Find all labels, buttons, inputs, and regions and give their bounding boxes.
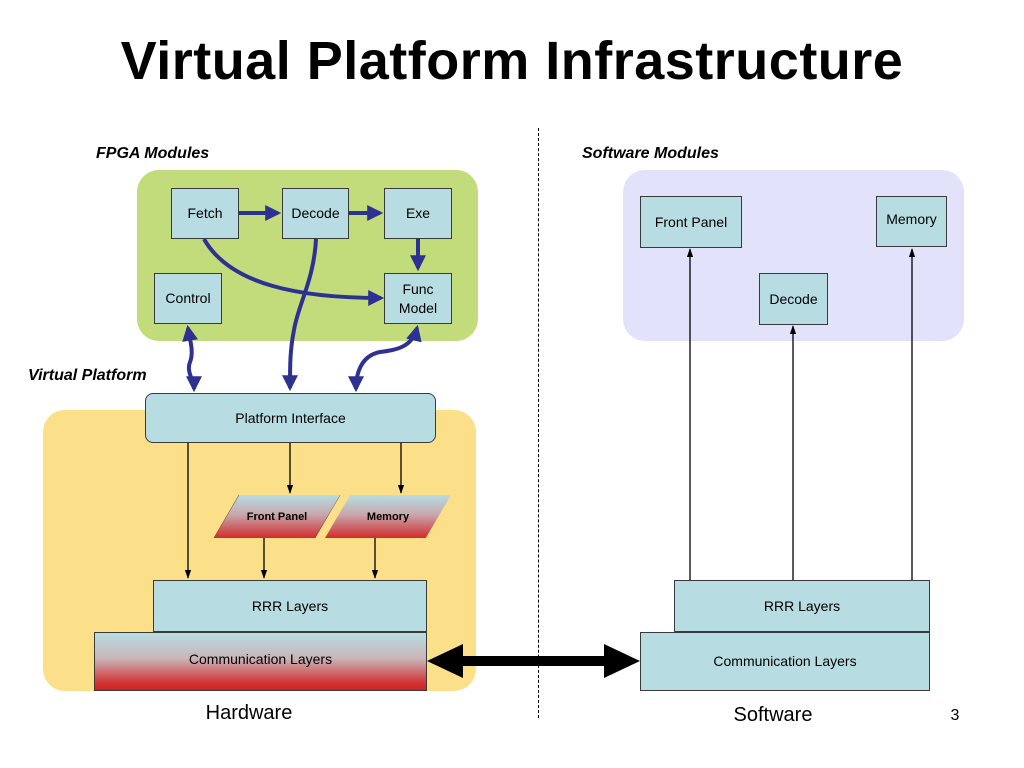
platform-interface-label: Platform Interface [235, 409, 346, 426]
sw-decode-label: Decode [769, 290, 818, 307]
hw-communication-layers-box[interactable]: Communication Layers [94, 632, 427, 691]
control-box[interactable]: Control [154, 273, 222, 324]
sw-rrr-layers-label: RRR Layers [763, 597, 841, 614]
sw-memory-box[interactable]: Memory [876, 196, 947, 247]
sw-memory-label: Memory [886, 211, 937, 228]
func-model-label-line1: Func [402, 281, 434, 298]
software-label: Software [733, 704, 813, 726]
fpga-modules-label: FPGA Modules [96, 145, 210, 162]
sw-decode-box[interactable]: Decode [759, 273, 828, 325]
communication-link-left-head [427, 644, 463, 678]
sw-rrr-layers-box[interactable]: RRR Layers [674, 580, 930, 632]
hw-front-panel-label: Front Panel [246, 510, 308, 523]
hardware-label: Hardware [205, 702, 293, 724]
decode-label: Decode [291, 205, 340, 222]
hw-memory-box[interactable]: Memory [325, 495, 451, 538]
sw-communication-layers-box[interactable]: Communication Layers [640, 632, 930, 691]
sw-front-panel-box[interactable]: Front Panel [640, 196, 742, 248]
virtual-platform-label: Virtual Platform [28, 367, 147, 384]
hw-rrr-layers-box[interactable]: RRR Layers [153, 580, 427, 632]
fetch-box[interactable]: Fetch [171, 188, 239, 239]
platform-interface-box[interactable]: Platform Interface [145, 393, 436, 443]
sw-front-panel-label: Front Panel [654, 213, 728, 230]
hw-memory-label: Memory [366, 510, 410, 523]
slide-title: Virtual Platform Infrastructure [120, 31, 904, 91]
page-number: 3 [950, 707, 960, 724]
hw-rrr-layers-label: RRR Layers [251, 597, 329, 614]
hw-memory-outline: Memory [325, 495, 451, 538]
func-model-platform-interface-arrow [348, 324, 422, 393]
sw-communication-layers-label: Communication Layers [713, 653, 857, 670]
exe-box[interactable]: Exe [384, 188, 452, 239]
exe-label: Exe [405, 205, 431, 222]
decode-to-platform-interface-arrow [282, 238, 318, 392]
control-label: Control [165, 290, 211, 307]
communication-link-right-head [604, 644, 640, 678]
func-model-label-line2: Model [398, 299, 438, 316]
hw-communication-layers-label: Communication Layers [188, 651, 333, 668]
fetch-label: Fetch [187, 205, 223, 222]
software-modules-label: Software Modules [582, 145, 719, 162]
fetch-to-func-model-arrow [202, 238, 385, 306]
hw-front-panel-outline: Front Panel [213, 495, 341, 538]
decode-box[interactable]: Decode [282, 188, 349, 239]
control-platform-interface-arrow [182, 324, 202, 393]
func-model-box[interactable]: Func Model [384, 273, 452, 324]
hardware-software-divider [538, 128, 539, 718]
